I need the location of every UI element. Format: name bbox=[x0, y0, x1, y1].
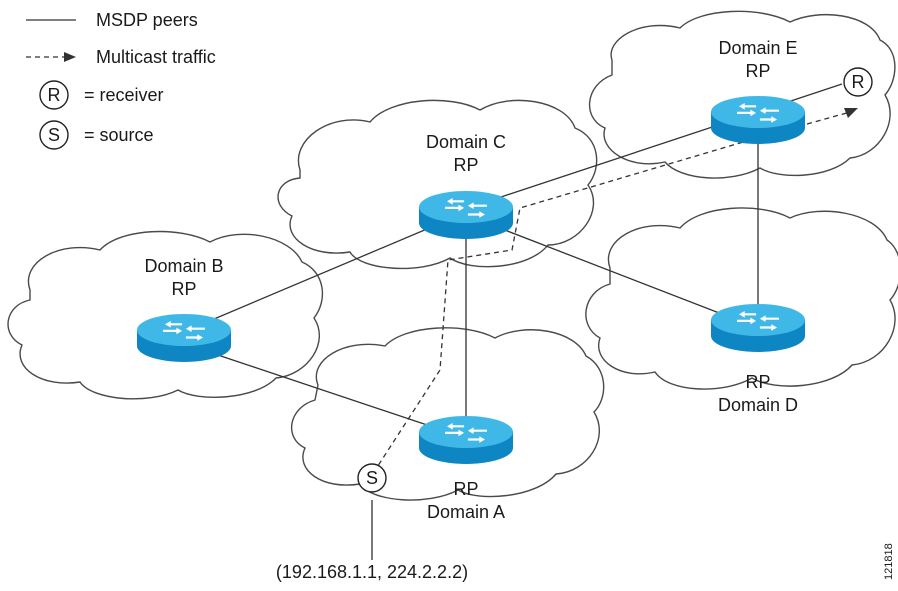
router-domain-b bbox=[137, 314, 231, 362]
router-domain-a bbox=[419, 416, 513, 464]
cloud-domain-e bbox=[589, 10, 896, 179]
receiver-symbol: R bbox=[852, 72, 865, 92]
figure-id: 121818 bbox=[883, 543, 895, 580]
multicast-traffic-path bbox=[371, 111, 851, 490]
domain-d-rp: RP bbox=[745, 372, 770, 392]
domain-c-rp: RP bbox=[453, 155, 478, 175]
legend-source-text: = source bbox=[84, 125, 154, 145]
cloud-domain-c bbox=[277, 99, 598, 270]
cloud-domain-a bbox=[290, 327, 605, 501]
cloud-domain-b bbox=[7, 230, 324, 400]
router-domain-e bbox=[711, 96, 805, 144]
legend-receiver-text: = receiver bbox=[84, 85, 164, 105]
legend-msdp-peers: MSDP peers bbox=[96, 10, 198, 30]
legend-receiver-symbol: R bbox=[48, 85, 61, 105]
source-address: (192.168.1.1, 224.2.2.2) bbox=[276, 562, 468, 582]
domain-b-name: Domain B bbox=[144, 256, 223, 276]
domain-e-rp: RP bbox=[745, 61, 770, 81]
domain-b-rp: RP bbox=[171, 279, 196, 299]
domain-d-name: Domain D bbox=[718, 395, 798, 415]
cloud-domain-d bbox=[585, 207, 898, 390]
router-domain-d bbox=[711, 304, 805, 352]
traffic-arrowhead bbox=[844, 108, 858, 118]
domain-c-name: Domain C bbox=[426, 132, 506, 152]
peer-line-b-c bbox=[187, 214, 461, 331]
source-node: S bbox=[357, 463, 387, 493]
domain-e-name: Domain E bbox=[718, 38, 797, 58]
domain-a-rp: RP bbox=[453, 479, 478, 499]
legend-traffic-arrowhead bbox=[64, 52, 76, 62]
router-domain-c bbox=[419, 191, 513, 239]
peer-line-b-a bbox=[187, 344, 467, 439]
peer-line-c-d bbox=[465, 214, 759, 329]
legend-multicast-traffic: Multicast traffic bbox=[96, 47, 216, 67]
receiver-node: R bbox=[843, 67, 873, 97]
legend: MSDP peers Multicast traffic R = receive… bbox=[26, 10, 216, 150]
source-symbol: S bbox=[366, 468, 378, 488]
legend-source-symbol: S bbox=[48, 125, 60, 145]
domain-a-name: Domain A bbox=[427, 502, 505, 522]
